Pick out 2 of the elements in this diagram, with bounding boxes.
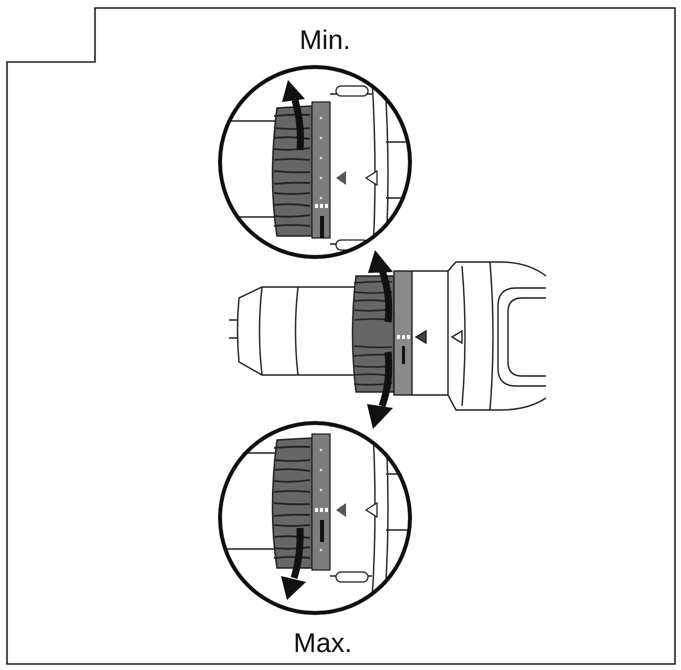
setting-label: Min. <box>300 27 351 54</box>
setting-label: Max. <box>294 630 352 657</box>
